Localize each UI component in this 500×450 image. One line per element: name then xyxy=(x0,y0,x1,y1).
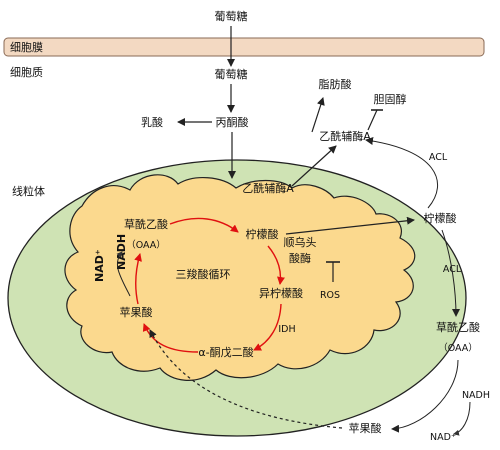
oaa-mito-label: （OAA） xyxy=(126,239,166,251)
nadh-cyto-label: NADH xyxy=(462,390,490,401)
cell-membrane-band xyxy=(3,37,485,57)
fatty-acid-label: 脂肪酸 xyxy=(319,77,352,91)
citrate-mito-label: 柠檬酸 xyxy=(246,227,279,241)
glucose-inside-label: 葡萄糖 xyxy=(215,67,248,81)
nad-cyto-label: NAD⁺ xyxy=(430,432,456,443)
arrow-acl-to-acetylcoa xyxy=(365,137,438,209)
mitochondrial-matrix xyxy=(64,174,416,381)
isocitrate-label: 异柠檬酸 xyxy=(259,286,303,300)
oxaloacetate-mito-label: 草酰乙酸 xyxy=(124,217,168,231)
nad-mito-label: NAD⁺ xyxy=(93,249,106,282)
oaa-cyto-label: （OAA） xyxy=(438,342,478,354)
arrow-nad-nadh-mito xyxy=(116,251,131,297)
lactate-label: 乳酸 xyxy=(141,115,163,129)
cell-membrane-label: 细胞膜 xyxy=(10,41,43,54)
malate-cyto-label: 苹果酸 xyxy=(349,421,382,435)
tca-arrow-citrate-to-isocitrate xyxy=(267,245,285,285)
ros-label: ROS xyxy=(320,290,340,301)
arrow-acetylcoa-to-fattyacid xyxy=(311,97,325,133)
arrow-citrate-export xyxy=(285,216,415,235)
tca-cycle-label: 三羧酸循环 xyxy=(176,267,231,281)
tca-arrow-oaa-to-citrate xyxy=(169,217,239,233)
idh-label: IDH xyxy=(278,324,295,335)
aconitase-line2-label: 酸酶 xyxy=(289,251,311,265)
arrow-oaa-to-malate-cyto xyxy=(391,359,459,433)
acl-upper-label: ACL xyxy=(429,152,448,163)
tca-arrow-malate-to-oaa xyxy=(134,253,142,305)
malate-mito-label: 苹果酸 xyxy=(120,305,153,319)
arrow-acetylcoa-mito-export xyxy=(291,145,337,187)
cholesterol-label: 胆固醇 xyxy=(374,92,407,106)
alpha-kg-label: α-酮戊二酸 xyxy=(198,345,253,359)
mitochondria-label: 线粒体 xyxy=(12,184,45,198)
tca-arrow-isocitrate-to-akg xyxy=(253,303,282,351)
arrow-malate-shuttle-dashed xyxy=(149,329,343,429)
acetyl-coa-mito-label: 乙酰辅酶A xyxy=(242,181,294,195)
arrow-citrate-to-oaa-cyto xyxy=(441,229,460,317)
oxaloacetate-cyto-label: 草酰乙酸 xyxy=(436,320,480,334)
glucose-outside-label: 葡萄糖 xyxy=(215,9,248,23)
citrate-cyto-label: 柠檬酸 xyxy=(424,211,457,225)
inhibit-acetylcoa-cholesterol xyxy=(367,109,378,131)
aconitase-line1-label: 顺乌头 xyxy=(284,235,317,249)
cytoplasm-label: 细胞质 xyxy=(10,66,43,79)
pyruvate-label: 丙酮酸 xyxy=(216,115,249,129)
arrow-nadh-to-nad-cyto xyxy=(453,401,471,436)
tca-arrow-akg-to-malate xyxy=(142,323,199,353)
acetyl-coa-cyto-label: 乙酰辅酶A xyxy=(319,129,371,143)
